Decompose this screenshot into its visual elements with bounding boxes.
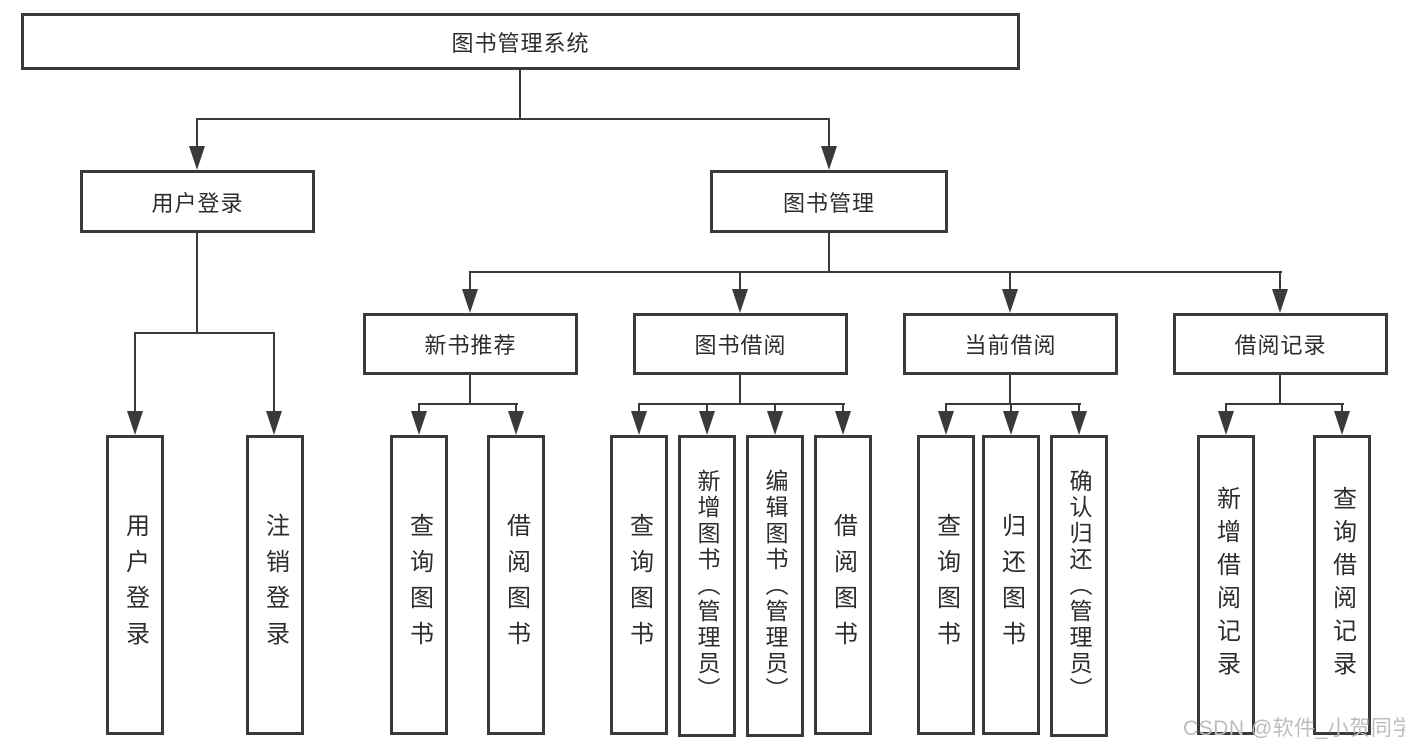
connector-line	[196, 233, 198, 334]
arrow-down-icon	[266, 411, 282, 435]
arrow-down-icon	[189, 146, 205, 170]
node-book-management: 图书管理	[710, 170, 948, 233]
connector-line	[196, 118, 198, 154]
connector-line	[1225, 403, 1227, 417]
leaf-logout: 注销登录	[246, 435, 304, 735]
arrow-down-icon	[938, 411, 954, 435]
connector-line	[196, 118, 830, 120]
arrow-down-icon	[1218, 411, 1234, 435]
leaf-borrow-books-borrowing-label: 借阅图书	[829, 513, 857, 657]
leaf-return-books-label: 归还图书	[997, 513, 1025, 657]
watermark: CSDN @软件_小贺同学	[1183, 717, 1405, 740]
node-user-login: 用户登录	[80, 170, 315, 233]
leaf-query-borrow-record-label: 查询借阅记录	[1328, 486, 1356, 684]
leaf-query-books-borrowing: 查询图书	[610, 435, 668, 735]
node-book-borrowing-label: 图书借阅	[694, 333, 787, 358]
arrow-down-icon	[732, 289, 748, 313]
connector-line	[945, 403, 947, 417]
connector-line	[638, 403, 640, 417]
leaf-query-books-recommend-label: 查询图书	[405, 513, 433, 657]
leaf-query-books-current: 查询图书	[917, 435, 975, 735]
arrow-down-icon	[767, 411, 783, 435]
arrow-down-icon	[699, 411, 715, 435]
connector-line	[469, 375, 471, 405]
leaf-add-borrow-record: 新增借阅记录	[1197, 435, 1255, 735]
node-book-borrowing: 图书借阅	[633, 313, 848, 375]
node-root-label: 图书管理系统	[451, 30, 590, 56]
arrow-down-icon	[631, 411, 647, 435]
connector-line	[134, 332, 275, 334]
arrow-down-icon	[462, 289, 478, 313]
connector-line	[134, 332, 136, 414]
arrow-down-icon	[1272, 289, 1288, 313]
node-borrowing-records-label: 借阅记录	[1234, 333, 1327, 358]
leaf-query-borrow-record: 查询借阅记录	[1313, 435, 1371, 735]
connector-line	[739, 271, 741, 295]
connector-line	[774, 403, 776, 417]
leaf-edit-books-admin-label: 编辑图书（管理员）	[762, 469, 788, 703]
connector-line	[1009, 271, 1011, 295]
leaf-query-books-current-label: 查询图书	[932, 513, 960, 657]
connector-line	[273, 332, 275, 414]
node-book-management-label: 图书管理	[782, 190, 875, 216]
connector-line	[739, 375, 741, 405]
arrow-down-icon	[127, 411, 143, 435]
arrow-down-icon	[411, 411, 427, 435]
leaf-borrow-books-borrowing: 借阅图书	[814, 435, 872, 735]
node-current-borrowing-label: 当前借阅	[964, 333, 1057, 358]
leaf-query-books-borrowing-label: 查询图书	[625, 513, 653, 657]
connector-line	[519, 70, 521, 120]
connector-line	[638, 403, 845, 405]
leaf-add-books-admin-label: 新增图书（管理员）	[694, 469, 720, 703]
leaf-logout-label: 注销登录	[261, 513, 289, 657]
node-borrowing-records: 借阅记录	[1173, 313, 1388, 375]
leaf-edit-books-admin: 编辑图书（管理员）	[746, 435, 804, 737]
connector-line	[828, 118, 830, 154]
node-root: 图书管理系统	[21, 13, 1020, 70]
leaf-user-login: 用户登录	[106, 435, 164, 735]
arrow-down-icon	[835, 411, 851, 435]
node-new-book-recommendation-label: 新书推荐	[424, 333, 517, 358]
leaf-borrow-books-recommend-label: 借阅图书	[502, 513, 530, 657]
leaf-confirm-return-admin-label: 确认归还（管理员）	[1066, 469, 1092, 703]
connector-line	[828, 233, 830, 273]
node-current-borrowing: 当前借阅	[903, 313, 1118, 375]
connector-line	[1341, 403, 1343, 417]
connector-line	[515, 403, 517, 417]
connector-line	[1279, 375, 1281, 405]
connector-line	[1010, 403, 1012, 417]
leaf-return-books: 归还图书	[982, 435, 1040, 735]
connector-line	[1225, 403, 1344, 405]
connector-line	[469, 271, 471, 295]
connector-line	[418, 403, 420, 417]
leaf-query-books-recommend: 查询图书	[390, 435, 448, 735]
arrow-down-icon	[1071, 411, 1087, 435]
node-user-login-label: 用户登录	[151, 190, 244, 216]
connector-line	[1279, 271, 1281, 295]
connector-line	[706, 403, 708, 417]
connector-line	[418, 403, 518, 405]
connector-line	[469, 271, 1282, 273]
leaf-add-books-admin: 新增图书（管理员）	[678, 435, 736, 737]
arrow-down-icon	[1002, 289, 1018, 313]
arrow-down-icon	[821, 146, 837, 170]
leaf-confirm-return-admin: 确认归还（管理员）	[1050, 435, 1108, 737]
leaf-add-borrow-record-label: 新增借阅记录	[1212, 486, 1240, 684]
arrow-down-icon	[1003, 411, 1019, 435]
connector-line	[945, 403, 1081, 405]
leaf-user-login-label: 用户登录	[121, 513, 149, 657]
connector-line	[1078, 403, 1080, 417]
leaf-borrow-books-recommend: 借阅图书	[487, 435, 545, 735]
connector-line	[842, 403, 844, 417]
node-new-book-recommendation: 新书推荐	[363, 313, 578, 375]
arrow-down-icon	[1334, 411, 1350, 435]
connector-line	[1009, 375, 1011, 405]
arrow-down-icon	[508, 411, 524, 435]
